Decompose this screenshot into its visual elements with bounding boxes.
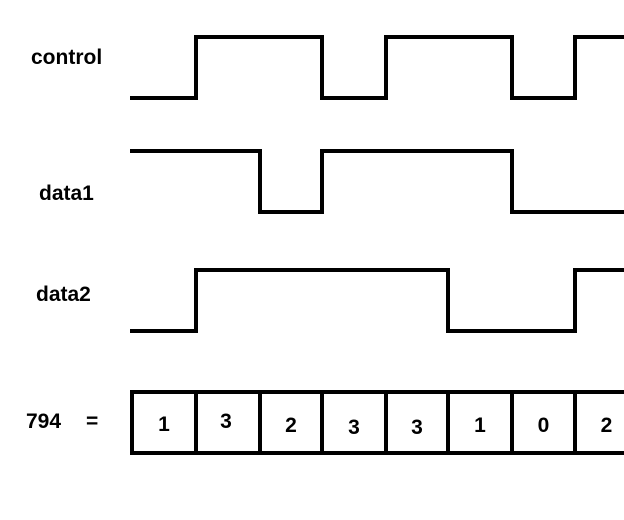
waveform-data1 bbox=[130, 149, 624, 214]
value-digit: 2 bbox=[601, 414, 613, 437]
value-digit: 3 bbox=[220, 410, 232, 433]
value-digit: 1 bbox=[474, 414, 486, 437]
waveform-data2 bbox=[130, 268, 624, 333]
signal-label-data2: data2 bbox=[36, 283, 91, 306]
value-digit: 2 bbox=[285, 414, 297, 437]
equals-sign: = bbox=[86, 410, 99, 433]
waveform-control bbox=[130, 35, 624, 100]
signal-label-data1: data1 bbox=[39, 182, 94, 205]
value-row-border bbox=[130, 390, 624, 455]
signal-label-control: control bbox=[31, 46, 103, 69]
value-digit: 0 bbox=[538, 414, 550, 437]
value-label: 794 bbox=[26, 410, 62, 433]
value-digit: 3 bbox=[348, 416, 360, 439]
value-digit: 1 bbox=[158, 413, 170, 436]
value-digit: 3 bbox=[411, 416, 423, 439]
